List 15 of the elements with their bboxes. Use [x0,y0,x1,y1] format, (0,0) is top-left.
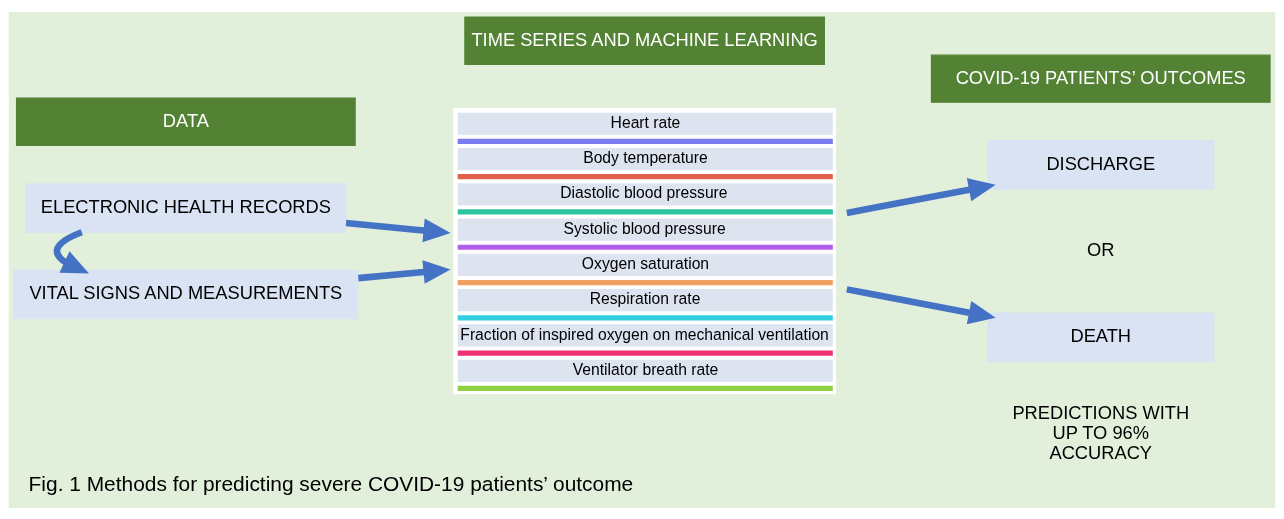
arrow [53,228,89,273]
label: COVID-19 PATIENTS’ OUTCOMES [955,65,1246,87]
arrow [846,177,996,216]
caption: Fig. 1 Methods for predicting severe COVID-19 patients’ outcome [28,471,634,495]
node-box: DISCHARGE [987,139,1215,190]
arrow [358,259,451,284]
label: PREDICTIONS WITH UP TO 96% ACCURACY [1012,401,1190,463]
label: DATA [162,109,209,131]
label: TIME SERIES AND MACHINE LEARNING [471,28,818,50]
node-box: ELECTRONIC HEALTH RECORDS [25,182,347,233]
node-box: VITAL SIGNS AND MEASUREMENTS [13,268,359,319]
arrow [345,218,451,242]
arrow [846,285,996,324]
label: OR [1087,238,1115,260]
node-box: DEATH [987,312,1215,362]
